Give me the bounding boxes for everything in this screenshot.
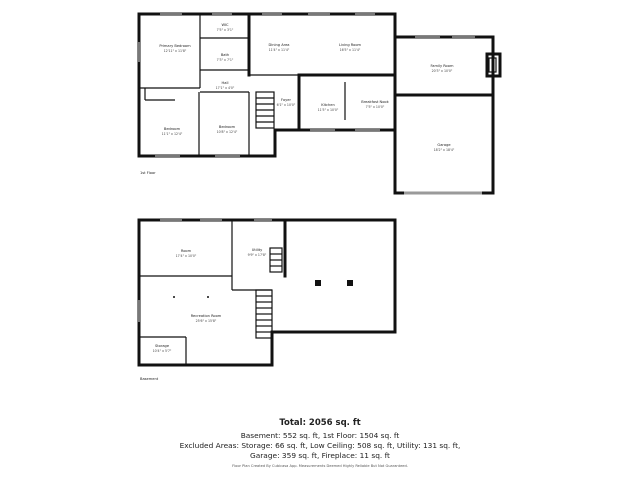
room-dimensions: 11'5" x 10'0" [318, 108, 339, 112]
support-post [173, 296, 175, 298]
room-name: Foyer [281, 98, 291, 102]
disclaimer: Floor Plan Created By Cubicasa App. Meas… [232, 464, 408, 468]
room-name: Garage [437, 143, 451, 147]
room-dimensions: 11'1" x 12'4" [162, 132, 183, 136]
room-dimensions: 7'3" x 7'1" [217, 58, 234, 62]
room-name: Living Room [339, 43, 362, 47]
room-name: Kitchen [321, 103, 335, 107]
room-name: Family Room [431, 64, 454, 68]
support-column [315, 280, 321, 286]
excluded-areas-continued: Garage: 359 sq. ft, Fireplace: 11 sq. ft [250, 451, 390, 460]
room-name: Bedroom [219, 125, 236, 129]
room-name: Dining Area [268, 43, 289, 47]
kitchen-wall [297, 73, 397, 132]
excluded-areas: Excluded Areas: Storage: 66 sq. ft, Low … [179, 441, 461, 450]
room-name: Bedroom [164, 127, 181, 131]
basement-floor: Room 17'4" x 10'0" Utility 9'9" x 17'8" … [137, 218, 397, 381]
fireplace [485, 52, 502, 78]
room-dimensions: 10'4" x 5'7" [153, 349, 172, 353]
room-dimensions: 9'9" x 17'8" [248, 253, 267, 257]
room-name: Utility [252, 248, 263, 252]
room-dimensions: 11'4" x 11'4" [269, 48, 290, 52]
room-dimensions: 10'8" x 12'4" [217, 130, 238, 134]
floor-label: Basement [140, 377, 159, 381]
room-name: Storage [155, 344, 170, 348]
room-dimensions: 7'5" x 10'0" [366, 105, 385, 109]
room-dimensions: 18'2" x 18'4" [434, 148, 455, 152]
first-floor-stairs [255, 91, 275, 129]
room-name: Room [181, 249, 192, 253]
support-column [347, 280, 353, 286]
room-dimensions: 25'6" x 15'8" [196, 319, 217, 323]
room-dimensions: 16'5" x 11'4" [340, 48, 361, 52]
floor-label: 1st Floor [140, 171, 156, 175]
floor-areas: Basement: 552 sq. ft, 1st Floor: 1504 sq… [240, 431, 400, 440]
room-name: Bath [221, 53, 229, 57]
fireplace-hearth [488, 57, 497, 73]
room-name: Recreation Room [191, 314, 222, 318]
room-dimensions: 6'1" x 10'0" [277, 103, 296, 107]
room-name: Breakfast Nook [361, 100, 389, 104]
support-post [207, 296, 209, 298]
room-dimensions: 20'3" x 10'0" [432, 69, 453, 73]
garage-wall [393, 93, 495, 195]
basement-stairs [255, 247, 283, 339]
total-area: Total: 2056 sq. ft [279, 418, 361, 428]
room-name: Primary Bedroom [159, 44, 191, 48]
basement-outer-wall [137, 218, 397, 367]
room-dimensions: 17'4" x 10'0" [176, 254, 197, 258]
room-name: WIC [221, 23, 229, 27]
first-floor: Primary Bedroom 12'11" x 11'8" WIC 7'5" … [137, 12, 502, 195]
room-dimensions: 12'11" x 11'8" [164, 49, 187, 53]
room-dimensions: 7'5" x 3'1" [217, 28, 234, 32]
room-dimensions: 17'1" x 4'0" [216, 86, 235, 90]
room-name: Hall [222, 81, 229, 85]
